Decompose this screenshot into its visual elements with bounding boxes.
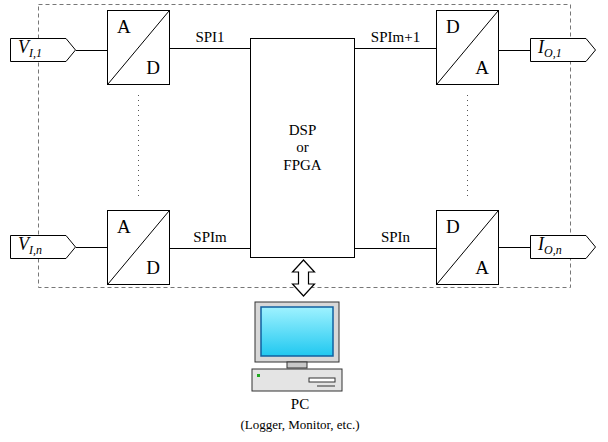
bus-double-arrow <box>293 260 315 296</box>
signal-line <box>499 247 530 248</box>
terminal-port: IO,1 <box>530 38 596 62</box>
signal-line <box>355 248 436 249</box>
bus-label: SPIm <box>192 229 227 246</box>
signal-name: IO,1 <box>538 38 562 60</box>
converter-box: DA <box>436 210 499 285</box>
converter-letter: A <box>475 58 489 79</box>
terminal-outline <box>11 39 76 62</box>
converter-box: DA <box>436 10 499 85</box>
diagonal-line <box>108 211 169 284</box>
enclosure-outline <box>39 5 571 288</box>
terminal-outline <box>531 39 596 62</box>
pc-icon <box>217 298 377 394</box>
signal-line <box>76 247 107 248</box>
converter-letter: D <box>446 17 460 38</box>
signal-line <box>499 50 530 51</box>
pc-terminal: PC (Logger, Monitor, etc.) <box>217 298 383 438</box>
terminal-outline <box>11 236 76 259</box>
monitor-screen <box>261 307 333 356</box>
processor-box: DSP or FPGA <box>250 38 355 258</box>
pc-case <box>252 369 342 391</box>
continuation-dots <box>467 95 468 200</box>
signal-name: VI,n <box>18 235 42 257</box>
bus-label: SPIn <box>380 229 411 246</box>
case-detail <box>317 386 335 387</box>
converter-letter: A <box>117 217 131 238</box>
processor-label: DSP or FPGA <box>283 122 321 174</box>
bus-label: SPIm+1 <box>370 29 421 46</box>
signal-name: IO,n <box>538 235 562 257</box>
signal-line <box>170 248 250 249</box>
diagonal-line <box>108 11 169 84</box>
signal-line <box>355 48 436 49</box>
signal-line <box>170 48 250 49</box>
signal-name: VI,1 <box>18 38 42 60</box>
monitor-stand <box>287 362 307 368</box>
terminal-port: IO,n <box>530 235 596 259</box>
power-led <box>257 374 260 377</box>
terminal-port: VI,1 <box>10 38 76 62</box>
converter-letter: A <box>475 258 489 279</box>
converter-letter: D <box>146 58 160 79</box>
terminal-port: VI,n <box>10 235 76 259</box>
diagonal-line <box>437 11 498 84</box>
terminal-outline <box>531 236 596 259</box>
bus-label: SPI1 <box>194 29 225 46</box>
converter-box: AD <box>107 210 170 285</box>
converter-box: AD <box>107 10 170 85</box>
drive-slot <box>309 378 335 382</box>
converter-letter: A <box>117 17 131 38</box>
continuation-dots <box>138 95 139 200</box>
diagonal-line <box>437 211 498 284</box>
monitor-bezel <box>255 302 339 362</box>
pc-caption: (Logger, Monitor, etc.) <box>217 418 383 432</box>
converter-letter: D <box>146 258 160 279</box>
pc-title: PC <box>217 396 383 413</box>
signal-line <box>76 50 107 51</box>
converter-letter: D <box>446 217 460 238</box>
